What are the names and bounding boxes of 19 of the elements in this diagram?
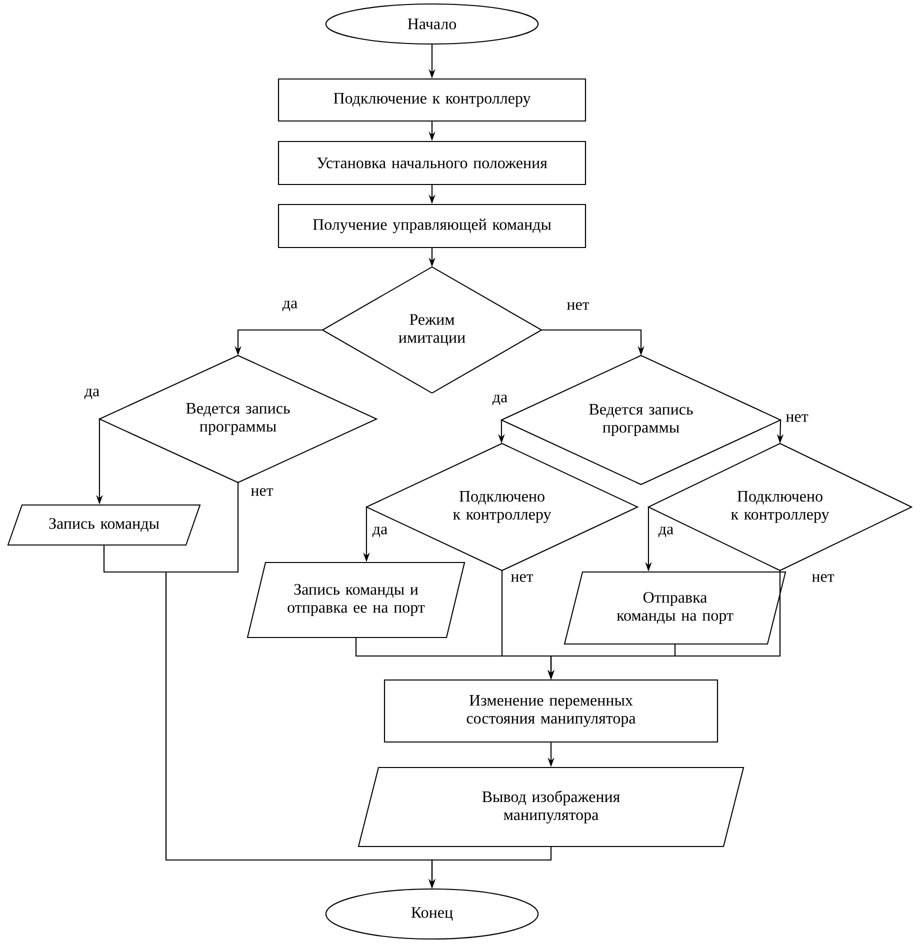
edge-label: нет bbox=[565, 300, 591, 312]
io-parallelogram: Отправка команды на порт bbox=[564, 571, 786, 645]
edge-label: да bbox=[83, 387, 101, 401]
terminator-oval: Начало bbox=[325, 3, 539, 45]
io-parallelogram: Запись команды и отправка ее на порт bbox=[246, 562, 466, 638]
terminator-oval: Конец bbox=[325, 888, 539, 940]
edge-label: да bbox=[281, 299, 299, 313]
process-box: Изменение переменных состояния манипулятора bbox=[384, 679, 718, 743]
process-box: Установка начального положения bbox=[278, 140, 586, 186]
edge-label: нет bbox=[509, 572, 535, 584]
process-box: Получение управляющей команды bbox=[278, 204, 586, 248]
edge-label: нет bbox=[249, 486, 275, 498]
process-box: Подключение к контроллеру bbox=[278, 78, 586, 122]
io-parallelogram: Вывод изображения манипулятора bbox=[358, 766, 744, 848]
edge-label: нет bbox=[810, 572, 836, 584]
io-parallelogram: Запись команды bbox=[7, 504, 201, 546]
edge-label: да bbox=[371, 525, 389, 539]
edge-label: нет bbox=[784, 412, 810, 424]
edge-label: да bbox=[657, 525, 675, 539]
